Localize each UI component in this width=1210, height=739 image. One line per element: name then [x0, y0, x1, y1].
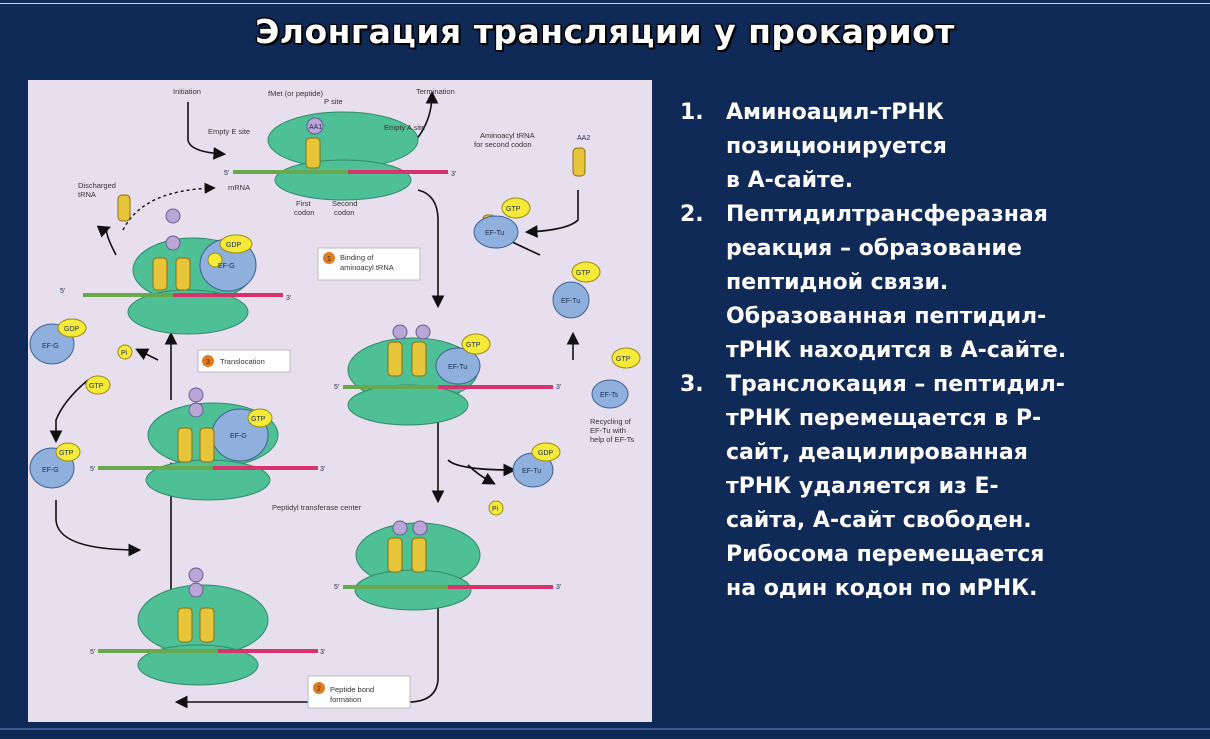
step-2-number: 2.: [680, 202, 704, 227]
label-termination: Termination: [416, 87, 455, 96]
label-aa2-top: AA2: [577, 135, 590, 142]
step-markers: [197, 247, 421, 709]
ribosome-peptidyl-transfer: [343, 520, 553, 611]
bottom-rule: [0, 728, 1210, 730]
label-empty-a: Empty A site: [384, 123, 425, 132]
label-aminoacyl-trna: Aminoacyl tRNA: [480, 131, 535, 140]
label-step-2: 3: [206, 359, 210, 366]
step-2-line-5: тРНК находится в А-сайте.: [726, 338, 1067, 363]
label-ef-tu-1: EF-Tu: [485, 230, 504, 237]
label-ef-g-4: EF-G: [230, 433, 247, 440]
label-gtp-4: GTP: [466, 342, 481, 349]
step-3-number: 3.: [680, 372, 704, 397]
label-peptide-bond-2: formation: [330, 695, 361, 704]
label-second: Second: [332, 199, 357, 208]
label-for-second-codon: for second codon: [474, 140, 532, 149]
label-pi-1: Pi: [121, 350, 128, 357]
label-fmet: fMet (or peptide): [268, 89, 324, 98]
label-ef-tu-3: EF-Tu: [522, 468, 541, 475]
label-5prime-4: 5': [90, 649, 95, 656]
label-5prime-6: 5': [334, 584, 339, 591]
elongation-diagram: Initiation fMet (or peptide) P site Term…: [28, 80, 652, 722]
label-gtp-7: GTP: [251, 416, 266, 423]
step-3-line-5: сайта, А-сайт свободен.: [726, 508, 1032, 533]
label-ef-tu-2: EF-Tu: [561, 298, 580, 305]
step-1-line-2: позиционируется: [726, 134, 947, 159]
step-2: 2. Пептидилтрансферазная реакция – образ…: [680, 198, 1200, 368]
step-3-line-7: на один кодон по мРНК.: [726, 576, 1038, 601]
label-step-3: 2: [317, 686, 321, 693]
step-2-line-3: пептидной связи.: [726, 270, 949, 295]
step-1-number: 1.: [680, 100, 704, 125]
ribosome-initiation: [233, 111, 448, 201]
label-ef-tu-4: EF-Tu: [448, 364, 467, 371]
label-5prime-2: 5': [224, 170, 229, 177]
label-gdp-1: GDP: [226, 242, 242, 249]
label-gtp-2: GTP: [576, 270, 591, 277]
step-3-line-1: Транслокация – пептидил-: [726, 372, 1065, 397]
steps-list: 1. Аминоацил-тРНК позиционируется в А-са…: [680, 96, 1200, 606]
label-initiation: Initiation: [173, 87, 201, 96]
step-1: 1. Аминоацил-тРНК позиционируется в А-са…: [680, 96, 1200, 198]
step-3-line-2: тРНК перемещается в Р-: [726, 406, 1042, 431]
label-translocation: Translocation: [220, 357, 265, 366]
step-3-line-6: Рибосома перемещается: [726, 542, 1045, 567]
label-p-site: P site: [324, 97, 343, 106]
step-1-line-3: в А-сайте.: [726, 168, 854, 193]
label-gtp-1: GTP: [506, 206, 521, 213]
label-gdp-2: GDP: [64, 326, 80, 333]
label-empty-e: Empty E site: [208, 127, 250, 136]
label-gtp-3: GTP: [616, 356, 631, 363]
label-gtp-5: GTP: [89, 383, 104, 390]
diagram-svg: Initiation fMet (or peptide) P site Term…: [29, 87, 641, 709]
label-ef-g-3: EF-G: [42, 467, 59, 474]
label-gdp-3: GDP: [538, 450, 554, 457]
label-step-1: 1: [327, 256, 331, 263]
label-codon: codon: [294, 208, 314, 217]
label-recycling-1: Recycling of: [590, 417, 632, 426]
step-2-line-1: Пептидилтрансферазная: [726, 202, 1048, 227]
label-ef-ts: EF-Ts: [600, 392, 619, 399]
label-peptidyl-center: Peptidyl transferase center: [272, 503, 362, 512]
label-ef-g-1: EF-G: [218, 263, 235, 270]
label-peptide-bond-1: Peptide bond: [330, 685, 374, 694]
factor-shapes: [29, 197, 641, 516]
label-recycling-2: EF-Tu with: [590, 426, 626, 435]
label-aminoacyl-trna-2: aminoacyl tRNA: [340, 263, 394, 272]
step-3-line-4: тРНК удаляется из Е-: [726, 474, 999, 499]
label-3prime-6: 3': [556, 584, 561, 591]
label-3prime-5: 3': [556, 384, 561, 391]
label-3prime-3: 3': [320, 466, 325, 473]
label-discharged: Discharged: [78, 181, 116, 190]
trna-shapes: [117, 137, 586, 643]
label-mrna: mRNA: [228, 183, 250, 192]
label-3prime-1: 3': [286, 295, 291, 302]
label-codon-2: codon: [334, 208, 354, 217]
cycle-arrows: [49, 90, 580, 709]
label-binding-of: Binding of: [340, 253, 374, 262]
step-2-line-2: реакция – образование: [726, 236, 1022, 261]
top-rule: [0, 3, 1210, 4]
step-1-line-1: Аминоацил-тРНК: [726, 100, 944, 125]
label-gtp-6: GTP: [59, 450, 74, 457]
label-recycling-3: help of EF-Ts: [590, 435, 634, 444]
ribosome-aminoacyl-binding: [343, 324, 553, 426]
slide-title: Элонгация трансляции у прокариот: [255, 12, 955, 51]
step-3-line-3: сайт, деацилированная: [726, 440, 1028, 465]
label-ef-g-2: EF-G: [42, 343, 59, 350]
label-5prime-1: 5': [60, 288, 65, 295]
label-pi-2: Pi: [492, 506, 499, 513]
label-first: First: [296, 199, 311, 208]
step-2-line-4: Образованная пептидил-: [726, 304, 1047, 329]
label-3prime-4: 3': [320, 649, 325, 656]
step-3: 3. Транслокация – пептидил- тРНК перемещ…: [680, 368, 1200, 606]
label-3prime-2: 3': [451, 171, 456, 178]
label-trna: tRNA: [78, 190, 96, 199]
label-5prime-5: 5': [334, 384, 339, 391]
discharge-dashed-arrow: [122, 182, 216, 231]
label-5prime-3: 5': [90, 466, 95, 473]
label-aa1-top: AA1: [309, 124, 322, 131]
